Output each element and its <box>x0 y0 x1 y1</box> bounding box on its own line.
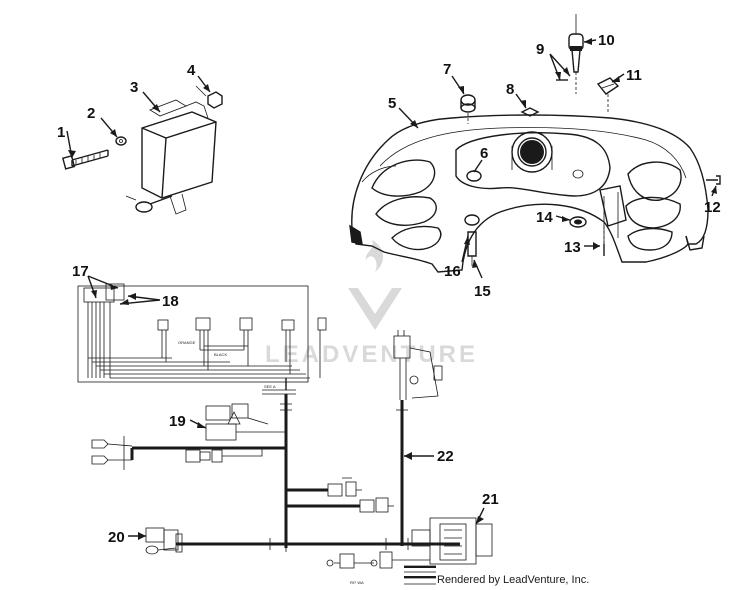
callout-5: 5 <box>388 95 396 112</box>
callout-14: 14 <box>536 209 553 226</box>
watermark-text: LEADVENTURE <box>265 341 478 368</box>
dash-pod-assembly <box>349 14 721 273</box>
leader-line-6 <box>473 159 483 173</box>
leader-lines <box>66 38 717 540</box>
svg-text:SEE A: SEE A <box>264 384 276 389</box>
callout-labels: 1 2 3 4 5 6 7 8 9 10 11 12 13 14 15 16 1… <box>57 32 721 546</box>
callout-17: 17 <box>72 263 89 280</box>
callout-1: 1 <box>57 124 65 141</box>
callout-3: 3 <box>130 79 138 96</box>
callout-9: 9 <box>536 41 544 58</box>
callout-19: 19 <box>169 413 186 430</box>
callout-7: 7 <box>443 61 451 78</box>
callout-16: 16 <box>444 263 461 280</box>
svg-text:Rf7 WA: Rf7 WA <box>350 580 364 585</box>
credit-text: Rendered by LeadVenture, Inc. <box>437 574 589 586</box>
callout-8: 8 <box>506 81 514 98</box>
watermark-logo: LEADVENTURE <box>265 240 478 368</box>
wiring-harness: ORANGE BLACK SEE A <box>77 283 493 585</box>
svg-text:BLACK: BLACK <box>214 352 227 357</box>
callout-13: 13 <box>564 239 581 256</box>
callout-10: 10 <box>598 32 615 49</box>
callout-15: 15 <box>474 283 491 300</box>
callout-6: 6 <box>480 145 488 162</box>
callout-2: 2 <box>87 105 95 122</box>
callout-21: 21 <box>482 491 499 508</box>
callout-12: 12 <box>704 199 721 216</box>
callout-20: 20 <box>108 529 125 546</box>
callout-18: 18 <box>162 293 179 310</box>
callout-22: 22 <box>437 448 454 465</box>
svg-text:ORANGE: ORANGE <box>178 340 196 345</box>
callout-4: 4 <box>187 62 196 79</box>
regulator-assembly <box>61 85 223 215</box>
callout-11: 11 <box>626 67 642 84</box>
